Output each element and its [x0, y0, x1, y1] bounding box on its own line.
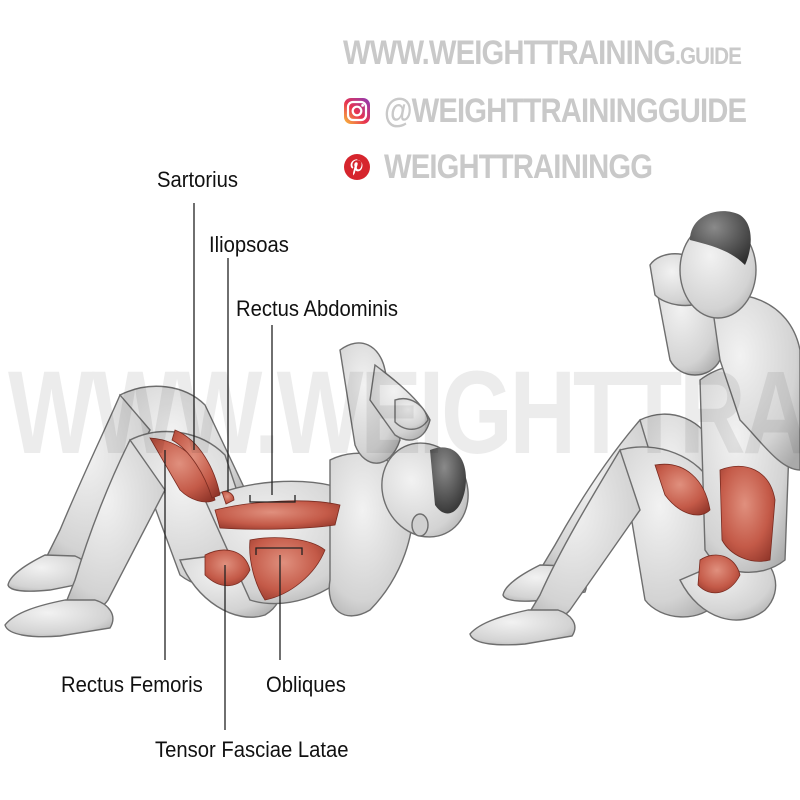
leader-lines [164, 203, 303, 730]
brand-website-main: WWW.WEIGHTTRAINING [343, 34, 676, 72]
brand-instagram-handle: @WEIGHTTRAININGGUIDE [384, 92, 747, 130]
label-obliques: Obliques [266, 672, 346, 697]
left-rectus-femoris-muscle [149, 437, 216, 503]
brand-pinterest-handle: WEIGHTTRAININGG [384, 148, 653, 186]
pinterest-icon [344, 154, 370, 180]
label-rectus-femoris: Rectus Femoris [61, 672, 203, 697]
rectus-abdominis-bracket [249, 495, 296, 503]
left-obliques-muscle [249, 537, 326, 601]
brand-website: WWW.WEIGHTTRAINING.GUIDE [343, 34, 742, 72]
left-sartorius-muscle [171, 429, 221, 499]
left-tensor-fasciae-latae-muscle [204, 549, 251, 587]
obliques-bracket [255, 547, 303, 555]
right-rectus-abdominis-muscle [719, 465, 776, 562]
right-figure-muscles [654, 463, 776, 594]
right-tensor-fasciae-latae-muscle [697, 554, 741, 594]
left-rectus-abdominis-muscle [214, 500, 341, 530]
left-figure-muscles [149, 429, 341, 601]
right-rectus-femoris-muscle [654, 463, 711, 516]
label-sartorius: Sartorius [157, 167, 239, 192]
label-rectus-abdominis: Rectus Abdominis [236, 296, 399, 321]
label-iliopsoas: Iliopsoas [209, 232, 289, 257]
brand-website-suffix: .GUIDE [675, 43, 742, 70]
instagram-icon [344, 98, 370, 124]
label-tensor-fasciae-latae: Tensor Fasciae Latae [155, 737, 349, 762]
left-iliopsoas-muscle [221, 491, 235, 505]
watermark: WWW.WEIGHTTRAINING.GUIDE [8, 347, 800, 479]
